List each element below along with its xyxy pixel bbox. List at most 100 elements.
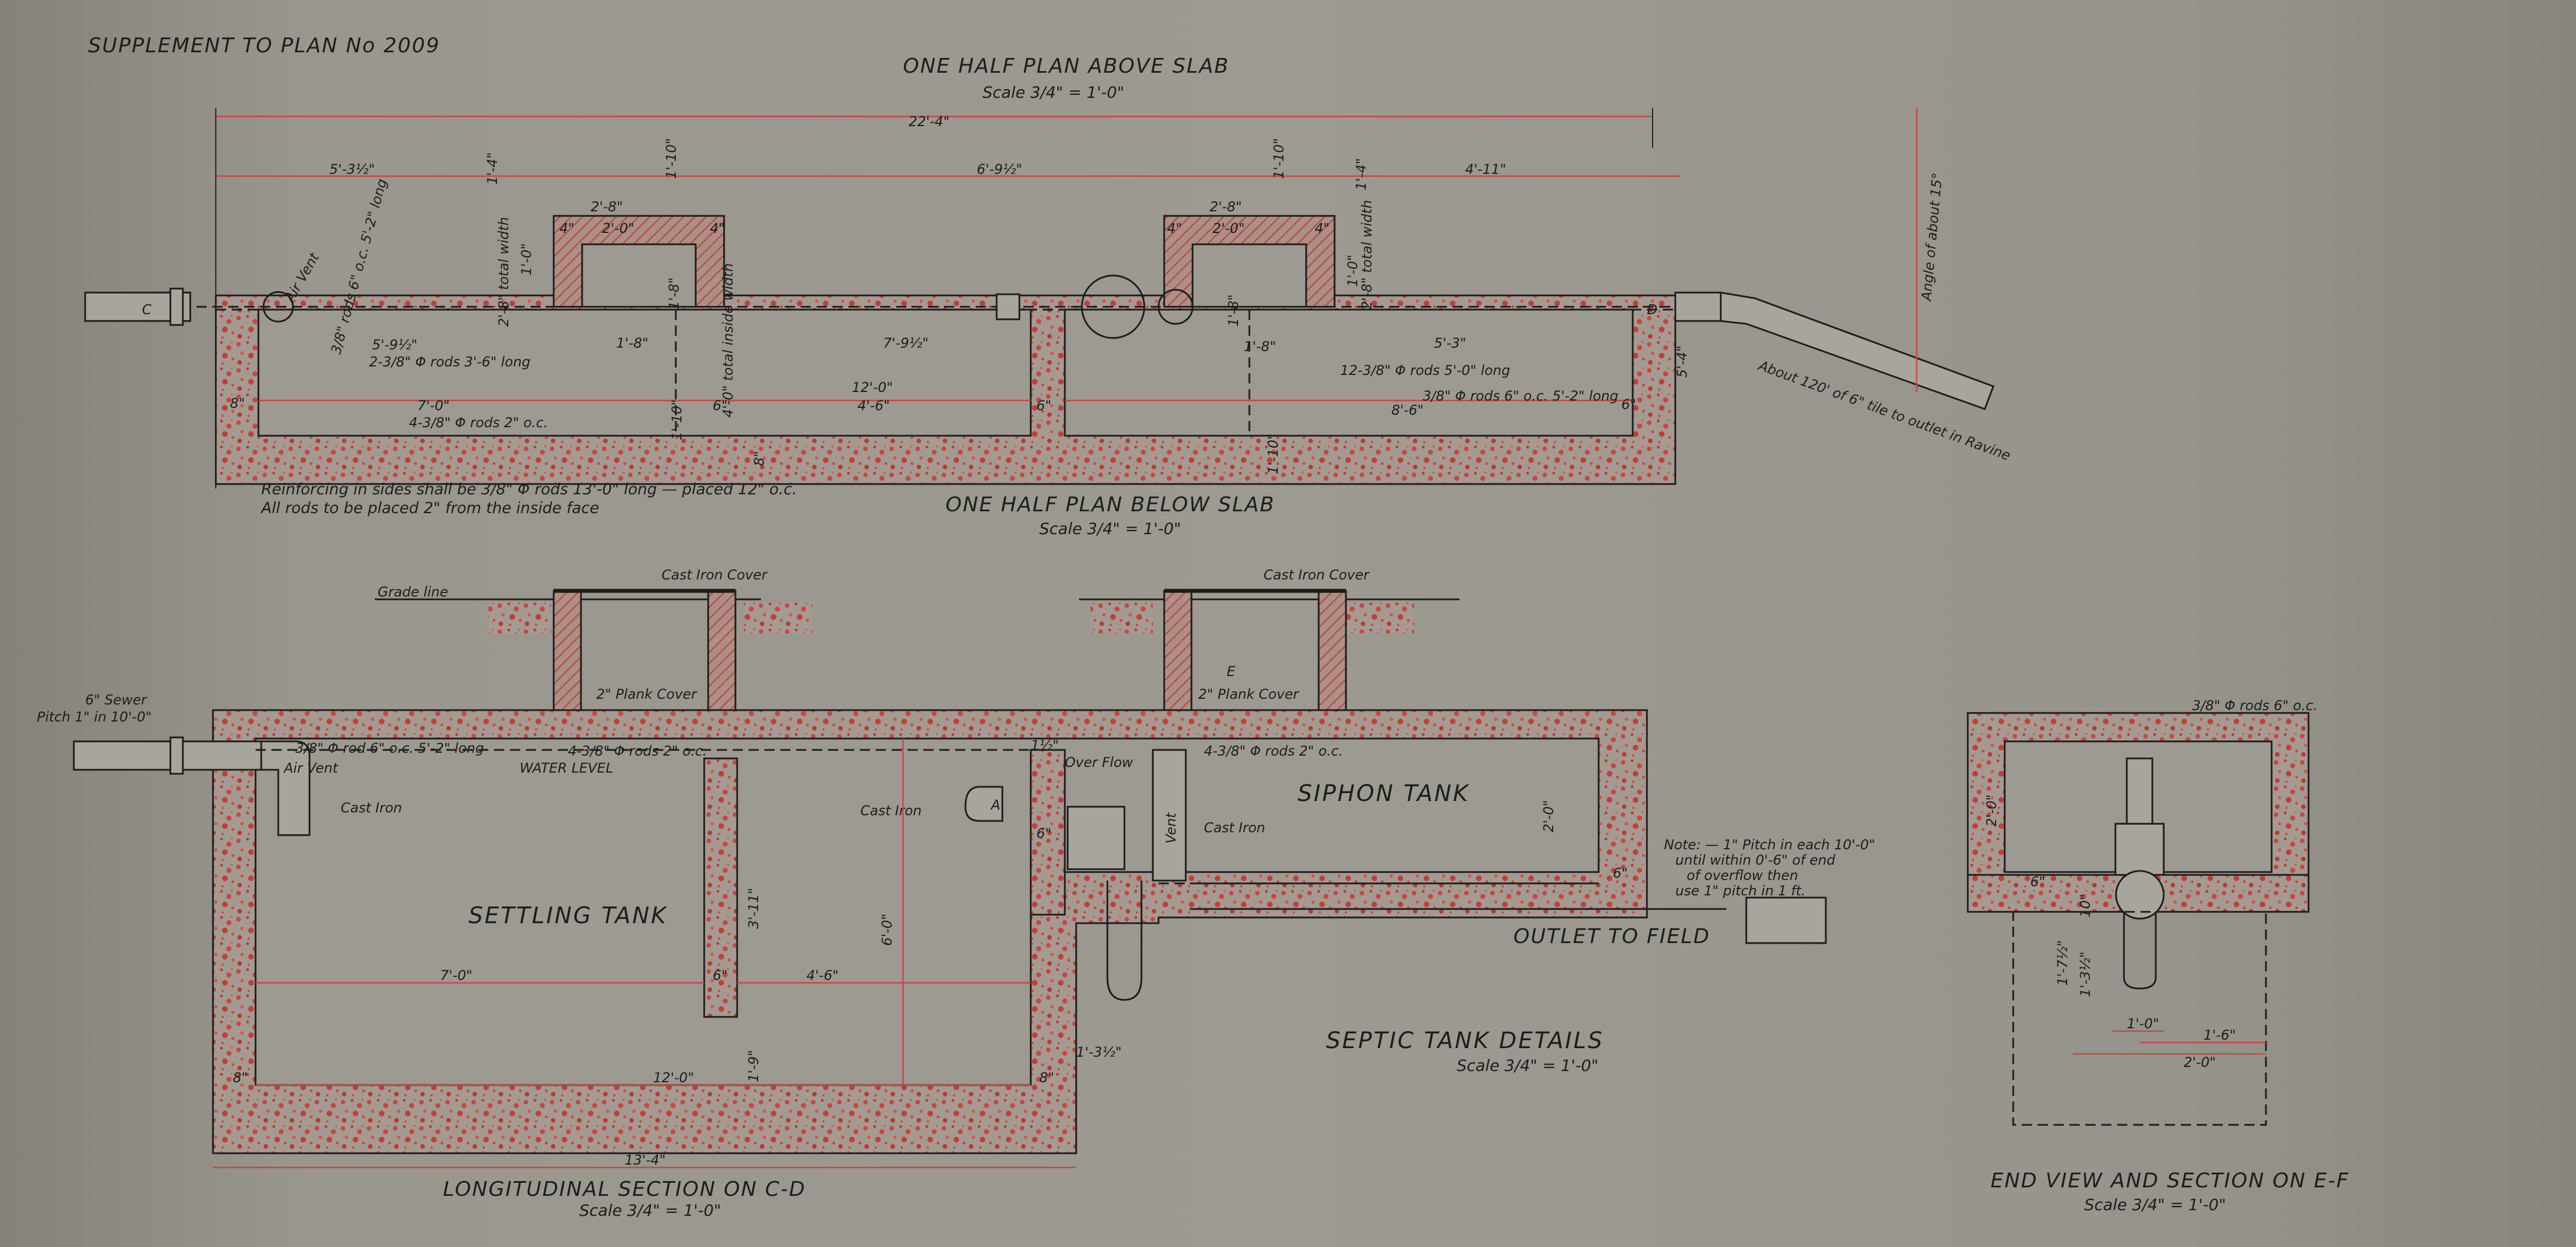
section-dim-s3: 6'-0" <box>879 914 895 946</box>
plan-siphon-chamber <box>1064 308 1634 437</box>
end-view-dim-e4: 1'-0" <box>2127 1016 2159 1032</box>
section-note-1: Note: — 1" Pitch in each 10'-0" <box>1664 837 1875 853</box>
plan-dim-d5: 12'-0" <box>852 379 893 395</box>
section-dim-s14: 1½" <box>1031 737 1059 753</box>
dim-mid: 6'-9½" <box>977 161 1022 177</box>
end-view-scale: Scale 3/4" = 1'-0" <box>2084 1195 2226 1214</box>
plan-rods-r2: 4-3/8" Φ rods 2" o.c. <box>409 415 548 431</box>
plan-dim-d2: 1'-8" <box>616 335 649 351</box>
plan-rods-r4: 3/8" Φ rods 6" o.c. 5'-2" long <box>1423 388 1619 404</box>
end-view-bell <box>2114 823 2165 876</box>
soil-patch-1 <box>488 602 551 633</box>
plan-dim-d19: 4'-0" total inside width <box>720 263 736 418</box>
marker-c: C <box>142 302 152 318</box>
end-view-dim-e3: 1'-3½" <box>2077 952 2093 997</box>
cast-iron-cover-right-label: Cast Iron Cover <box>1264 567 1370 583</box>
end-view-rods: 3/8" Φ rods 6" o.c. <box>2192 698 2318 714</box>
plan-view: ONE HALF PLAN ABOVE SLAB Scale 3/4" = 1'… <box>84 55 2013 538</box>
mh-left-width: 2'-8" <box>591 199 623 215</box>
plan-outlet-pipe <box>1674 291 1722 322</box>
baffle-wall <box>703 757 738 1018</box>
dim-left: 5'-3½" <box>329 161 375 177</box>
supplement-label: SUPPLEMENT TO PLAN No 2009 <box>88 34 440 57</box>
siphon-bell <box>1067 806 1126 870</box>
section-note-4: use 1" pitch in 1 ft. <box>1675 883 1805 899</box>
plan-dim-d20: 1'-8" <box>1226 294 1241 327</box>
cast-iron-label-c: Cast Iron <box>1204 820 1265 836</box>
section-dim-s10: 6" <box>1036 825 1051 841</box>
dim-right: 4'-11" <box>1465 161 1506 177</box>
plan-dim-d14: 1'-8" <box>1244 339 1276 355</box>
section-dim-s12: 8" <box>1039 1070 1054 1086</box>
section-cd-scale: Scale 3/4" = 1'-0" <box>579 1201 721 1220</box>
grade-line-label: Grade line <box>378 584 448 600</box>
section-dim-s9: 6" <box>713 967 727 983</box>
cast-iron-label-b: Cast Iron <box>860 803 922 819</box>
end-view: 3/8" Φ rods 6" o.c. 2'-0" 1'-7½" 1'-3½" … <box>1967 698 2348 1214</box>
section-rod-a: 3/8" Φ rod 6" o.c. 5'-2" long <box>295 740 484 756</box>
plan-dim-d11: 1'-10" <box>1265 433 1281 474</box>
end-view-below-outline <box>2012 911 2267 1126</box>
plan-above-scale: Scale 3/4" = 1'-0" <box>982 83 1124 102</box>
inlet-sewer-pipe <box>73 740 262 771</box>
section-rod-b: 4-3/8" Φ rods 2" o.c. <box>568 743 707 759</box>
plan-dim-d10: 1'-10" <box>669 399 685 440</box>
marker-a: A <box>990 797 1000 813</box>
section-manhole-left-wall-b <box>707 590 737 711</box>
plan-dim-d16: 8" <box>751 451 767 466</box>
section-dim-s11: 8" <box>233 1070 248 1086</box>
marker-e: E <box>1227 664 1236 679</box>
plan-dim-d12: 8'-6" <box>1391 402 1424 418</box>
mh-right-wall-a: 4" <box>1167 220 1182 236</box>
mh-right-width: 2'-8" <box>1210 199 1242 215</box>
section-dim-s6: 3'-11" <box>746 888 762 929</box>
mh-right-inner: 2'-0" <box>1212 220 1245 236</box>
section-dim-s2: 4'-6" <box>806 967 839 983</box>
plan-below-title: ONE HALF PLAN BELOW SLAB <box>946 493 1275 516</box>
section-note-3: of overflow then <box>1687 868 1798 883</box>
section-manhole-left-wall-a <box>553 590 582 711</box>
total-width-a: 2'-8" total width <box>496 217 512 327</box>
end-view-dim-e2: 1'-7½" <box>2055 940 2071 986</box>
siphon-trap <box>1106 881 1143 1001</box>
mh-left-wall-a: 4" <box>559 220 574 236</box>
plan-dim-d17: 6" <box>1621 397 1636 412</box>
vent-label: Vent <box>1163 812 1179 844</box>
plan-siphon-bell <box>1081 274 1145 339</box>
section-note-2: until within 0'-6" of end <box>1675 852 1835 868</box>
section-manhole-right-wall-a <box>1163 590 1193 711</box>
plan-dim-d15: 8" <box>230 395 245 411</box>
plan-below-scale: Scale 3/4" = 1'-0" <box>1039 519 1181 538</box>
section-dim-s7: 1'-9" <box>746 1050 762 1082</box>
plan-above-title: ONE HALF PLAN ABOVE SLAB <box>903 55 1230 78</box>
overall-dimension: 22'-4" <box>909 114 950 130</box>
ravine-pipe <box>1720 291 1994 410</box>
longitudinal-section: Grade line Cast Iron Cover Cast Iron Cov… <box>37 567 1875 1220</box>
septic-tank-details-title: SEPTIC TANK DETAILS <box>1326 1028 1604 1054</box>
plan-dim-d13: 5'-3" <box>1434 335 1466 351</box>
end-view-dim-e1: 2'-0" <box>1984 794 2000 827</box>
plan-siphon-pipe <box>1157 289 1194 325</box>
section-dim-s13: 2'-0" <box>1541 800 1557 832</box>
mh-left-depth: 1'-10" <box>663 138 679 179</box>
plank-cover-right-label: 2" Plank Cover <box>1198 686 1300 702</box>
water-level-label: WATER LEVEL <box>520 760 613 776</box>
top-dim-a: 1'-4" <box>484 152 500 185</box>
total-width-b: 2'-8" total width <box>1359 200 1375 310</box>
section-air-vent-label: Air Vent <box>283 760 339 776</box>
plan-dim-d18: 5'-4" <box>1674 345 1690 378</box>
septic-tank-details-scale: Scale 3/4" = 1'-0" <box>1457 1056 1599 1075</box>
plan-inlet-collar <box>169 287 184 326</box>
end-view-dim-e5: 1'-6" <box>2203 1027 2236 1043</box>
plan-dim-d8: 6" <box>713 398 727 414</box>
plan-dim-d7: 4'-6" <box>858 398 890 414</box>
plan-dim-d4: 7'-9½" <box>883 335 929 351</box>
sewer-label: 6" Sewer <box>85 692 148 708</box>
marker-d: D <box>1647 302 1657 318</box>
mh-right-wall-b: 4" <box>1315 220 1329 236</box>
end-view-dim-e6: 2'-0" <box>2184 1054 2216 1070</box>
outlet-field-pipe <box>1745 896 1827 944</box>
soil-patch-2 <box>744 602 812 633</box>
top-dim-b: 1'-4" <box>1353 158 1369 190</box>
